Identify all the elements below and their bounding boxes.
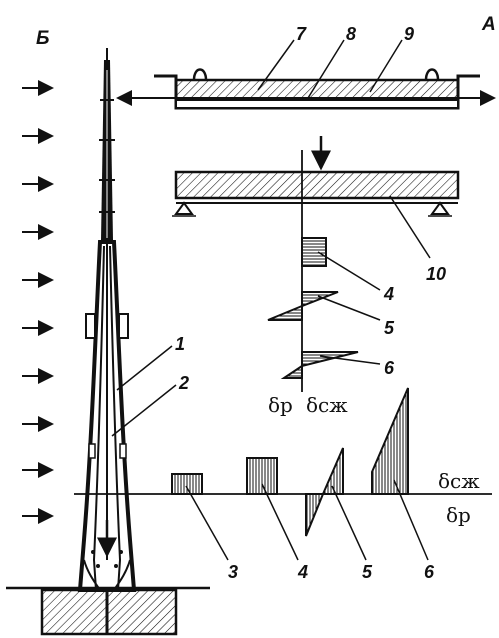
upper-callout-6: 6 [384, 358, 395, 378]
loaded-beam: 10 [172, 136, 460, 284]
tower-shaft [77, 240, 137, 592]
callout-9: 9 [404, 24, 414, 44]
callout-7: 7 [296, 24, 307, 44]
tower-panel: Б 1 2 [6, 28, 210, 636]
callout-8: 8 [346, 24, 356, 44]
callout-5: 5 [362, 562, 373, 582]
panel-b-label: Б [36, 28, 49, 49]
callout-4: 4 [297, 562, 308, 582]
compression-symbol-upper: δсж [306, 393, 348, 417]
callout-10: 10 [426, 264, 446, 284]
tendon-callout-2: 2 [178, 373, 189, 393]
beam-stress-diagrams: 4 5 6 δр δсж [267, 150, 395, 417]
tower-antenna [99, 48, 115, 240]
compression-symbol-axis: δсж [438, 469, 480, 493]
panel-a-label: А [481, 14, 496, 35]
callout-3: 3 [228, 562, 238, 582]
tower-stress-diagrams: 3 4 5 6 δсж δр [74, 387, 492, 582]
wind-load-arrows [22, 80, 54, 524]
tension-symbol-axis: δр [446, 503, 471, 527]
prestressing-stand: А 7 8 9 [116, 14, 496, 110]
tension-symbol-upper: δр [268, 393, 293, 417]
callout-6: 6 [424, 562, 435, 582]
foundation [40, 588, 178, 636]
upper-callout-5: 5 [384, 318, 395, 338]
upper-callout-4: 4 [383, 284, 394, 304]
tendon-callout-1: 1 [175, 334, 185, 354]
